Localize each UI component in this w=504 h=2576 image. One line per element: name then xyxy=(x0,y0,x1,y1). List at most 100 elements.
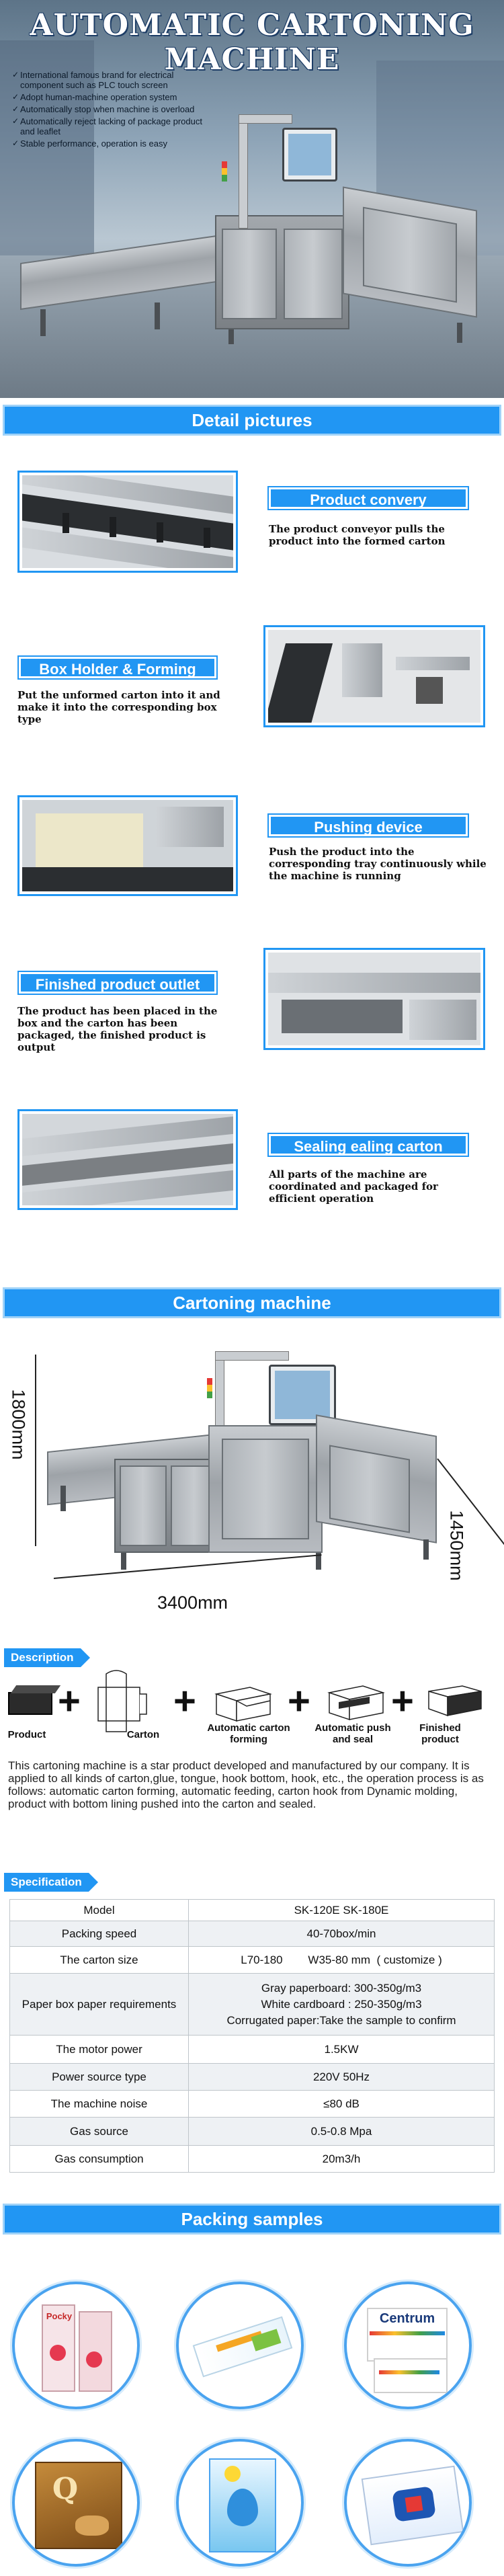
hero-feature: Automatically reject lacking of package … xyxy=(12,116,214,136)
flow-caption: Finished product xyxy=(419,1722,461,1745)
sample-water-box xyxy=(176,2439,304,2567)
detail-photo-conveyor xyxy=(17,471,238,573)
flow-caption: Carton xyxy=(126,1729,160,1740)
detail-text: The product conveyor pulls the product i… xyxy=(269,523,446,547)
detail-text: Push the product into the corresponding … xyxy=(269,846,487,882)
hero-feature-list: International famous brand for electrica… xyxy=(12,70,214,151)
section-bar-detail: Detail pictures xyxy=(0,399,504,441)
description-paragraph: This cartoning machine is a star product… xyxy=(8,1759,484,1810)
detail-text: All parts of the machine are coordinated… xyxy=(269,1168,438,1205)
flow-caption: Automatic carton forming xyxy=(207,1722,290,1745)
detail-title: Pushing device xyxy=(267,813,469,838)
plus-icon: + xyxy=(173,1679,196,1723)
detail-photo-outlet xyxy=(263,948,485,1050)
spec-value: SK-120E SK-180E xyxy=(188,1899,495,1921)
height-dimension-label: 1800mm xyxy=(8,1389,29,1460)
machine-leg xyxy=(228,329,234,344)
spec-value: 220V 50Hz xyxy=(188,2063,495,2091)
signal-lamp-icon xyxy=(222,161,227,182)
plus-icon: + xyxy=(391,1679,414,1723)
machine-leg xyxy=(60,1486,66,1511)
description-label: Description xyxy=(4,1648,90,1667)
hero-banner: AUTOMATIC CARTONING MACHINE Internationa… xyxy=(0,0,504,398)
section-title: Cartoning machine xyxy=(173,1293,331,1313)
hero-feature: International famous brand for electrica… xyxy=(12,70,214,90)
machine-diagram xyxy=(47,1351,450,1593)
machine-door xyxy=(363,206,457,303)
detail-photo-pushing xyxy=(17,795,238,896)
machine-door xyxy=(222,1439,309,1539)
machine-leg xyxy=(423,1539,429,1560)
spec-key: Model xyxy=(9,1899,189,1921)
spec-value: 1.5KW xyxy=(188,2035,495,2064)
table-row: The machine noise ≤80 dB xyxy=(9,2090,495,2118)
hero-feature: Adopt human-machine operation system xyxy=(12,92,214,102)
hero-feature: Stable performance, operation is easy xyxy=(12,138,214,149)
table-row: Power source type 220V 50Hz xyxy=(9,2063,495,2091)
spec-key: The motor power xyxy=(9,2035,189,2064)
spec-value: 20m3/h xyxy=(188,2145,495,2173)
detail-photo-sealing xyxy=(17,1109,238,1210)
spec-value: 40-70box/min xyxy=(188,1921,495,1947)
table-row: Gas source 0.5-0.8 Mpa xyxy=(9,2117,495,2146)
table-row: The motor power 1.5KW xyxy=(9,2035,495,2064)
table-row: Gas consumption 20m3/h xyxy=(9,2145,495,2173)
height-dimension-line xyxy=(35,1355,36,1546)
machine-leg xyxy=(316,1553,321,1570)
section-bar-packing: Packing samples xyxy=(0,2198,504,2240)
carton-forming-icon xyxy=(210,1674,277,1728)
table-row: Model SK-120E SK-180E xyxy=(9,1899,495,1921)
sample-toothpaste xyxy=(176,2282,304,2409)
detail-title: Product convery xyxy=(267,486,469,510)
sample-q-cookies: Q xyxy=(12,2439,140,2567)
machine-door xyxy=(329,1445,410,1533)
detail-text: Put the unformed carton into it and make… xyxy=(17,689,220,725)
length-dimension-label: 3400mm xyxy=(157,1593,228,1613)
spec-key: Gas source xyxy=(9,2117,189,2146)
detail-title: Finished product outlet xyxy=(17,971,218,995)
specification-label: Specification xyxy=(4,1873,98,1892)
spec-key: Power source type xyxy=(9,2063,189,2091)
detail-photo-box-holder xyxy=(263,625,485,727)
q-brand-text: Q xyxy=(52,2472,79,2506)
table-row: Packing speed 40-70box/min xyxy=(9,1921,495,1947)
finished-product-icon xyxy=(425,1679,485,1720)
centrum-brand-text: Centrum xyxy=(379,2311,435,2326)
machine-leg xyxy=(121,1553,126,1570)
spec-value: Gray paperboard: 300-350g/m3 White cardb… xyxy=(188,1973,495,2036)
detail-title: Sealing ealing carton xyxy=(267,1133,469,1157)
touch-screen-icon xyxy=(269,1365,336,1425)
spec-key: Paper box paper requirements xyxy=(9,1973,189,2036)
touch-screen-icon xyxy=(282,128,337,182)
plus-icon: + xyxy=(58,1679,81,1723)
depth-dimension-label: 1450mm xyxy=(446,1510,467,1581)
detail-text: The product has been placed in the box a… xyxy=(17,1005,218,1053)
table-row: The carton size L70-180 W35-80 mm ( cust… xyxy=(9,1946,495,1974)
sample-pocky: Pocky xyxy=(12,2282,140,2409)
spec-key: The machine noise xyxy=(9,2090,189,2118)
section-title: Detail pictures xyxy=(192,410,312,430)
hero-title: AUTOMATIC CARTONING MACHINE xyxy=(30,8,474,77)
hero-feature: Automatically stop when machine is overl… xyxy=(12,104,214,114)
spec-value: 0.5-0.8 Mpa xyxy=(188,2117,495,2146)
machine-leg xyxy=(457,323,462,343)
sample-centrum: Centrum xyxy=(344,2282,472,2409)
sample-soap-box xyxy=(344,2439,472,2567)
table-row: Paper box paper requirements Gray paperb… xyxy=(9,1973,495,2036)
push-seal-icon xyxy=(320,1673,390,1726)
detail-title: Box Holder & Forming xyxy=(17,655,218,680)
spec-key: Packing speed xyxy=(9,1921,189,1947)
screen-arm xyxy=(239,114,248,229)
machine-door xyxy=(120,1465,167,1546)
flow-caption: Product xyxy=(7,1729,46,1740)
carton-blank-icon xyxy=(93,1667,153,1734)
pocky-brand-text: Pocky xyxy=(46,2311,73,2321)
section-title: Packing samples xyxy=(181,2209,323,2229)
screen-arm xyxy=(215,1351,289,1361)
section-bar-cartoning: Cartoning machine xyxy=(0,1282,504,1324)
hero-machine-illustration xyxy=(20,186,497,350)
spec-value: L70-180 W35-80 mm ( customize ) xyxy=(188,1946,495,1974)
screen-arm xyxy=(239,114,292,124)
machine-conveyor xyxy=(20,234,222,311)
spec-value: ≤80 dB xyxy=(188,2090,495,2118)
